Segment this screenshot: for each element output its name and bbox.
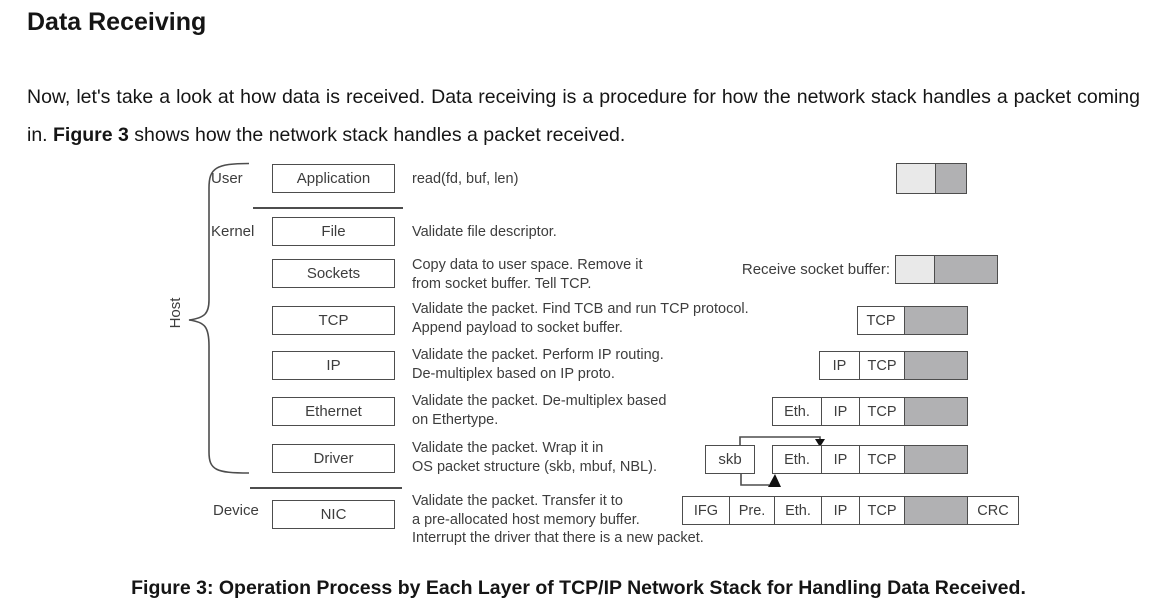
packet-ethernet-row: Eth. IP TCP — [772, 397, 968, 426]
buffer-light-segment — [897, 164, 935, 193]
packet-payload-cell — [904, 398, 967, 425]
skb-box: skb — [705, 445, 755, 474]
packet-cell-eth: Eth. — [784, 403, 810, 420]
layer-box-nic: NIC — [272, 500, 395, 529]
desc-sockets: Copy data to user space. Remove it from … — [412, 257, 643, 292]
layer-box-ethernet: Ethernet — [272, 397, 395, 426]
skb-pointer-arrow-top — [739, 436, 821, 445]
zone-label-kernel: Kernel — [211, 223, 255, 240]
packet-cell-tcp: TCP — [859, 446, 904, 473]
buffer-payload-segment — [934, 256, 997, 283]
receive-socket-buffer — [895, 255, 998, 284]
packet-cell-ip: IP — [821, 398, 859, 425]
desc-application: read(fd, buf, len) — [412, 171, 519, 187]
packet-cell-tcp: TCP — [859, 398, 904, 425]
zone-label-device: Device — [213, 502, 259, 519]
packet-cell-ip: IP — [821, 497, 859, 524]
packet-tcp-row: TCP — [857, 306, 968, 335]
packet-cell-ip: IP — [821, 446, 859, 473]
desc-ip: Validate the packet. Perform IP routing.… — [412, 347, 664, 382]
figure-caption: Figure 3: Operation Process by Each Laye… — [131, 577, 1026, 599]
packet-cell-ip: IP — [832, 357, 847, 374]
packet-payload-cell — [904, 307, 967, 334]
skb-pointer-arrow-bottom-head — [768, 474, 781, 487]
packet-payload-cell — [904, 497, 967, 524]
layer-box-driver: Driver — [272, 444, 395, 473]
host-brace — [188, 162, 250, 474]
buffer-payload-segment — [935, 164, 966, 193]
page-title: Data Receiving — [27, 8, 207, 36]
zone-label-user: User — [211, 170, 243, 187]
packet-cell-ifg: IFG — [693, 502, 719, 519]
packet-skb-row: Eth. IP TCP — [772, 445, 968, 474]
layer-box-application: Application — [272, 164, 395, 193]
desc-nic: Validate the packet. Transfer it to a pr… — [412, 493, 704, 546]
kernel-device-divider — [250, 487, 402, 489]
layer-box-ip: IP — [272, 351, 395, 380]
packet-payload-cell — [904, 446, 967, 473]
packet-cell-eth: Eth. — [774, 497, 821, 524]
packet-cell-pre: Pre. — [729, 497, 774, 524]
paragraph-text-start: Now, let's take a look at how data is re… — [27, 86, 1140, 146]
packet-cell-eth: Eth. — [784, 451, 810, 468]
receive-socket-buffer-label: Receive socket buffer: — [741, 261, 890, 278]
layer-box-file: File — [272, 217, 395, 246]
layer-box-tcp: TCP — [272, 306, 395, 335]
packet-cell-tcp: TCP — [859, 352, 904, 379]
figure-reference: Figure 3 — [53, 123, 129, 146]
skb-pointer-arrow-bottom — [740, 474, 769, 486]
desc-driver: Validate the packet. Wrap it in OS packe… — [412, 440, 657, 475]
packet-payload-cell — [904, 352, 967, 379]
intro-paragraph: Now, let's take a look at how data is re… — [27, 79, 1140, 154]
layer-box-sockets: Sockets — [272, 259, 395, 288]
packet-cell-tcp: TCP — [859, 497, 904, 524]
packet-nic-row: IFG Pre. Eth. IP TCP CRC — [682, 496, 1019, 525]
host-label: Host — [167, 297, 184, 329]
user-kernel-divider — [253, 207, 403, 209]
paragraph-text-end: shows how the network stack handles a pa… — [128, 123, 626, 146]
desc-file: Validate file descriptor. — [412, 224, 557, 240]
app-read-buffer — [896, 163, 967, 194]
desc-ethernet: Validate the packet. De-multiplex based … — [412, 393, 667, 428]
buffer-light-segment — [896, 256, 934, 283]
packet-cell-crc: CRC — [967, 497, 1018, 524]
packet-cell-tcp: TCP — [866, 312, 896, 329]
packet-ip-row: IP TCP — [819, 351, 968, 380]
desc-tcp: Validate the packet. Find TCB and run TC… — [412, 301, 749, 336]
